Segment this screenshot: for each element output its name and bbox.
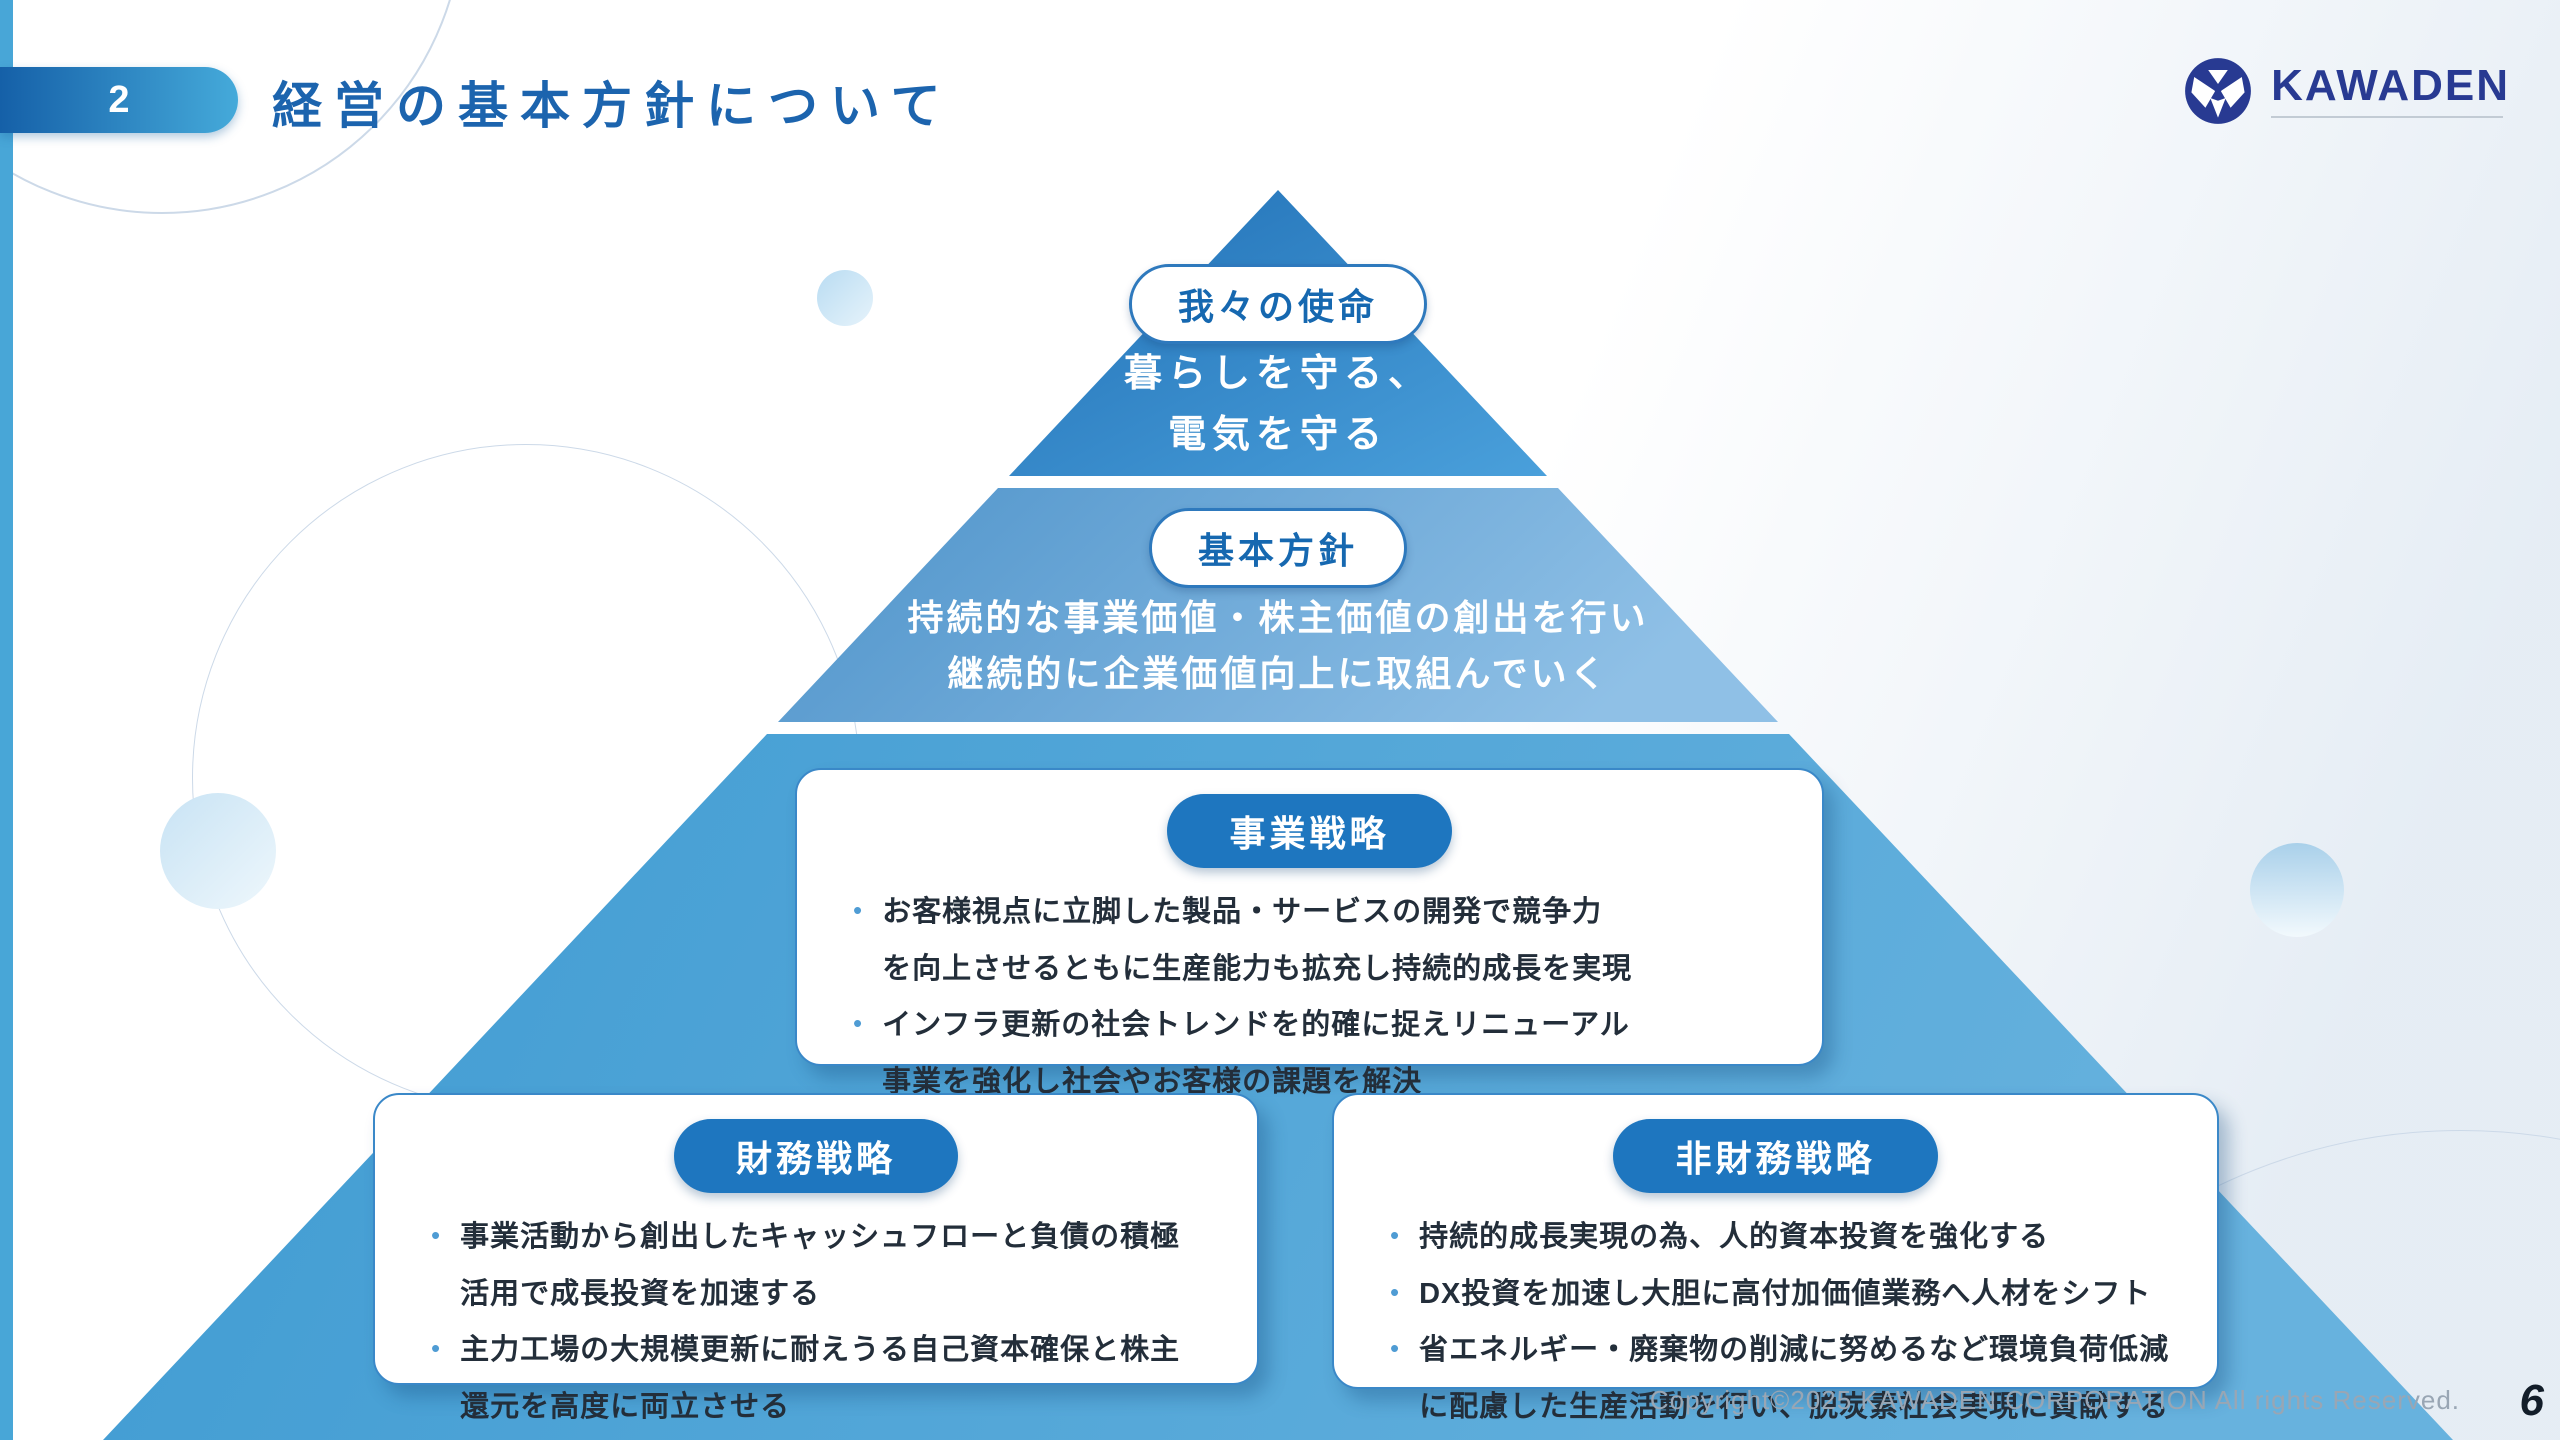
bullet-icon: • bbox=[853, 1008, 863, 1039]
decorative-circle-left bbox=[160, 793, 276, 909]
financial-strategy-list: • 事業活動から創出したキャッシュフローと負債の積極 活用で成長投資を加速する … bbox=[375, 1209, 1257, 1435]
policy-line-2: 継続的に企業価値向上に取組んでいく bbox=[947, 652, 1609, 694]
bullet-icon: • bbox=[1390, 1220, 1400, 1250]
business-strategy-pill: 事業戦略 bbox=[1167, 794, 1452, 868]
left-edge-accent-bar bbox=[0, 0, 13, 1440]
policy-label-pill: 基本方針 bbox=[1148, 508, 1408, 588]
page-title: 経営の基本方針について bbox=[272, 78, 953, 134]
list-item: • 事業活動から創出したキャッシュフローと負債の積極 活用で成長投資を加速する bbox=[431, 1209, 1211, 1322]
copyright-notice: Copyright©2025 KAWADEN CORPORATION All r… bbox=[1649, 1385, 2460, 1415]
non-financial-strategy-card: 非財務戦略 • 持続的成長実現の為、人的資本投資を強化する • DX投資を加速し… bbox=[1332, 1093, 2219, 1423]
list-item: • 持続的成長実現の為、人的資本投資を強化する bbox=[1390, 1209, 2171, 1266]
bullet-icon: • bbox=[853, 895, 863, 925]
bullet-icon: • bbox=[431, 1333, 441, 1364]
section-number: 2 bbox=[108, 78, 130, 121]
kawaden-emblem-icon bbox=[2185, 58, 2251, 124]
bullet-icon: • bbox=[431, 1220, 441, 1250]
list-item: • インフラ更新の社会トレンドを的確に捉えリニューアル 事業を強化し社会やお客様… bbox=[853, 997, 1776, 1110]
bullet-text: お客様視点に立脚した製品・サービスの開発で競争力 を向上させるともに生産能力も拡… bbox=[882, 896, 1633, 985]
financial-strategy-card: 財務戦略 • 事業活動から創出したキャッシュフローと負債の積極 活用で成長投資を… bbox=[373, 1093, 1259, 1423]
mission-line-2: 電気を守る bbox=[1167, 413, 1388, 456]
section-number-badge: 2 bbox=[0, 67, 238, 133]
list-item: • DX投資を加速し大胆に高付加価値業務へ人材をシフト bbox=[1390, 1266, 2171, 1323]
bullet-icon: • bbox=[1390, 1276, 1400, 1307]
bullet-text: インフラ更新の社会トレンドを的確に捉えリニューアル 事業を強化し社会やお客様の課… bbox=[882, 1009, 1630, 1098]
bullet-text: 事業活動から創出したキャッシュフローと負債の積極 活用で成長投資を加速する bbox=[460, 1221, 1181, 1310]
decorative-circle-right bbox=[2250, 843, 2344, 937]
non-financial-strategy-pill: 非財務戦略 bbox=[1613, 1119, 1938, 1193]
logo-wordmark: KAWADEN bbox=[2271, 61, 2510, 110]
logo-text-block: KAWADEN bbox=[2271, 64, 2510, 118]
bullet-text: 省エネルギー・廃棄物の削減に努めるなど環境負荷低減 に配慮した生産活動を行い、脱… bbox=[1419, 1334, 2170, 1423]
list-item: • お客様視点に立脚した製品・サービスの開発で競争力 を向上させるともに生産能力… bbox=[853, 884, 1776, 997]
list-item: • 省エネルギー・廃棄物の削減に努めるなど環境負荷低減 に配慮した生産活動を行い… bbox=[1390, 1322, 2171, 1435]
non-financial-strategy-list: • 持続的成長実現の為、人的資本投資を強化する • DX投資を加速し大胆に高付加… bbox=[1334, 1209, 2217, 1435]
page-number: 6 bbox=[2519, 1376, 2544, 1425]
bullet-text: DX投資を加速し大胆に高付加価値業務へ人材をシフト bbox=[1419, 1277, 2152, 1310]
financial-strategy-pill: 財務戦略 bbox=[673, 1119, 958, 1193]
list-item: • 主力工場の大規模更新に耐えうる自己資本確保と株主 還元を高度に両立させる bbox=[431, 1322, 1211, 1435]
mission-line-1: 暮らしを守る、 bbox=[1123, 353, 1432, 395]
decorative-circle-small bbox=[817, 270, 873, 326]
policy-statement: 持続的な事業価値・株主価値の創出を行い 継続的に企業価値向上に取組んでいく bbox=[678, 590, 1878, 702]
bullet-text: 主力工場の大規模更新に耐えうる自己資本確保と株主 還元を高度に両立させる bbox=[460, 1334, 1181, 1423]
mission-statement: 暮らしを守る、 電気を守る bbox=[678, 344, 1878, 466]
logo-underline bbox=[2271, 116, 2504, 118]
bullet-icon: • bbox=[1390, 1333, 1400, 1364]
bullet-text: 持続的成長実現の為、人的資本投資を強化する bbox=[1419, 1221, 2050, 1253]
business-strategy-card: 事業戦略 • お客様視点に立脚した製品・サービスの開発で競争力 を向上させるとも… bbox=[795, 768, 1824, 1098]
pyramid-tier-2 bbox=[778, 488, 1778, 722]
policy-line-1: 持続的な事業価値・株主価値の創出を行い bbox=[907, 597, 1649, 638]
mission-label-pill: 我々の使命 bbox=[1128, 264, 1428, 344]
company-logo: KAWADEN bbox=[2183, 56, 2510, 126]
business-strategy-list: • お客様視点に立脚した製品・サービスの開発で競争力 を向上させるともに生産能力… bbox=[797, 884, 1822, 1110]
